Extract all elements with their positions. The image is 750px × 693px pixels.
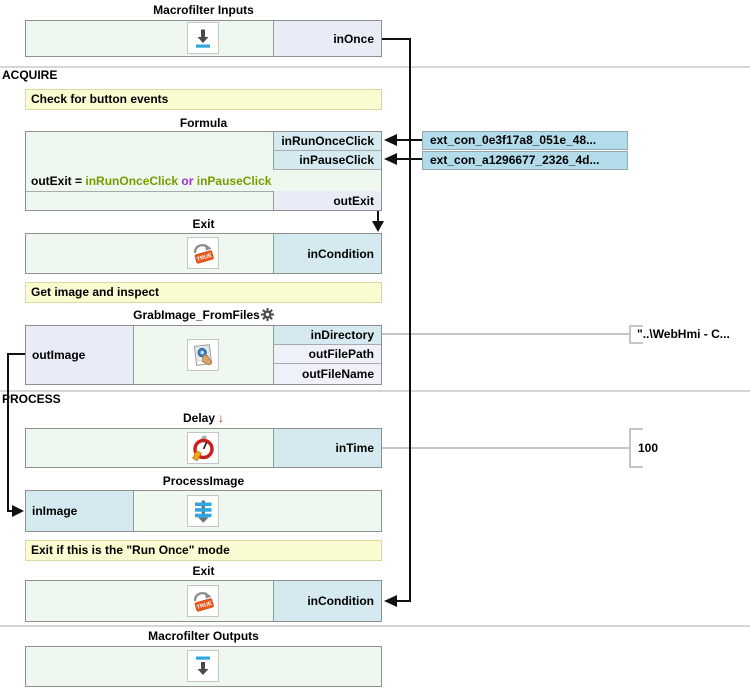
exit-true-text: TRUE: [196, 601, 213, 611]
port-label: inRunOnceClick: [281, 134, 374, 148]
block-title-grab-image: GrabImage_FromFiles: [25, 308, 382, 322]
block-title-process-image: ProcessImage: [162, 474, 245, 488]
block-formula[interactable]: inRunOnceClick inPauseClick outExit = in…: [25, 131, 382, 211]
grab-image-icon-glyph: [193, 344, 213, 366]
down-arrow-icon[interactable]: ↓: [218, 411, 225, 425]
comment-check-button-events[interactable]: Check for button events: [25, 89, 382, 110]
port-label: outFilePath: [308, 347, 374, 361]
block-title-exit-top: Exit: [192, 217, 215, 231]
section-divider-outputs: [0, 625, 750, 627]
expr-eq-sign: =: [75, 173, 83, 188]
ext-con-text: ext_con_a1296677_2326_4d...: [430, 153, 600, 167]
port-outImage[interactable]: outImage: [26, 326, 134, 384]
arrowhead-right: [12, 505, 24, 517]
block-process-image[interactable]: inImage: [25, 490, 382, 532]
port-label: inOnce: [333, 31, 374, 46]
exit-true-icon[interactable]: TRUE: [187, 237, 219, 269]
section-label-acquire: ACQUIRE: [2, 68, 58, 82]
block-title-delay: Delay↓: [25, 411, 382, 425]
block-grab-image[interactable]: outImage inDirectory outFilePath outFile…: [25, 325, 382, 385]
block-title-formula: Formula: [179, 116, 228, 130]
expr-operand1: inRunOnceClick: [85, 173, 179, 188]
process-image-icon[interactable]: [187, 495, 219, 527]
process-image-icon-glyph: [195, 500, 212, 523]
connection-inonce-to-exit[interactable]: [382, 38, 411, 602]
connection-outimage-to-inimage[interactable]: [7, 353, 25, 512]
grab-image-title-text: GrabImage_FromFiles: [133, 308, 260, 322]
macro-input-icon[interactable]: [187, 22, 219, 54]
port-label: inDirectory: [310, 328, 374, 342]
delay-clock-icon-glyph: [192, 435, 214, 461]
port-outFilePath[interactable]: outFilePath: [273, 345, 381, 364]
value-inDirectory[interactable]: "..\WebHmi - C...: [637, 326, 730, 343]
port-inCondition-bottom[interactable]: inCondition: [273, 581, 381, 621]
block-title-macrofilter-outputs: Macrofilter Outputs: [148, 629, 259, 643]
block-title-macrofilter-inputs: Macrofilter Inputs: [153, 3, 254, 17]
delay-title-text: Delay: [182, 411, 216, 425]
section-label-process: PROCESS: [2, 392, 61, 406]
formula-expression[interactable]: outExit = inRunOnceClick or inPauseClick: [26, 170, 381, 192]
port-inRunOnceClick[interactable]: inRunOnceClick: [273, 132, 381, 151]
comment-text: Exit if this is the "Run Once" mode: [31, 543, 230, 557]
port-label: inImage: [32, 504, 78, 518]
macro-input-icon-glyph: [196, 29, 210, 48]
port-inPauseClick[interactable]: inPauseClick: [273, 151, 381, 170]
exit-true-icon[interactable]: TRUE: [187, 585, 219, 617]
port-inDirectory[interactable]: inDirectory: [273, 326, 381, 345]
port-label: inTime: [335, 441, 374, 455]
block-macrofilter-outputs[interactable]: [25, 646, 382, 687]
comment-text: Check for button events: [31, 92, 169, 106]
port-label: outImage: [32, 348, 86, 362]
external-connection-label-pause[interactable]: ext_con_a1296677_2326_4d...: [422, 151, 628, 170]
port-label: inCondition: [307, 246, 374, 261]
arrowhead-left: [384, 595, 397, 607]
port-inImage[interactable]: inImage: [26, 491, 134, 531]
ext-con-text: ext_con_0e3f17a8_051e_48...: [430, 133, 597, 147]
port-outExit[interactable]: outExit: [273, 191, 381, 210]
block-title-exit-bottom: Exit: [192, 564, 215, 578]
value-inTime[interactable]: 100: [638, 440, 658, 457]
exit-true-icon-glyph: TRUE: [193, 244, 214, 264]
expr-operand2: inPauseClick: [196, 173, 272, 188]
port-label: outExit: [333, 193, 374, 208]
section-divider-acquire: [0, 66, 750, 68]
gear-icon[interactable]: [260, 308, 274, 321]
comment-text: Get image and inspect: [31, 285, 160, 299]
grab-image-icon[interactable]: [187, 339, 219, 371]
block-macrofilter-inputs[interactable]: inOnce: [25, 20, 382, 57]
value-text: "..\WebHmi - C...: [637, 327, 730, 341]
port-label: outFileName: [301, 367, 374, 381]
expr-lhs: outExit: [31, 173, 72, 188]
port-inCondition-top[interactable]: inCondition: [273, 234, 381, 273]
port-label: inCondition: [307, 594, 374, 608]
port-inTime[interactable]: inTime: [273, 429, 381, 467]
port-outFileName[interactable]: outFileName: [273, 364, 381, 384]
port-inOnce[interactable]: inOnce: [273, 21, 381, 56]
delay-clock-icon[interactable]: [187, 432, 219, 464]
section-divider-process: [0, 390, 750, 392]
block-exit-top[interactable]: inCondition TRUE: [25, 233, 382, 274]
block-delay[interactable]: inTime: [25, 428, 382, 468]
value-text: 100: [638, 441, 659, 455]
external-connection-label-run-once[interactable]: ext_con_0e3f17a8_051e_48...: [422, 131, 628, 150]
port-label: inPauseClick: [299, 153, 374, 167]
macro-output-icon[interactable]: [187, 650, 219, 682]
comment-exit-run-once[interactable]: Exit if this is the "Run Once" mode: [25, 540, 382, 561]
arrowhead-left: [384, 153, 397, 165]
exit-true-text: TRUE: [196, 253, 213, 263]
comment-get-image[interactable]: Get image and inspect: [25, 282, 382, 303]
exit-true-icon-glyph: TRUE: [193, 592, 214, 612]
macro-output-icon-glyph: [196, 656, 210, 675]
block-exit-bottom[interactable]: inCondition TRUE: [25, 580, 382, 622]
arrowhead-left: [384, 134, 397, 146]
expr-operator: or: [181, 173, 194, 188]
